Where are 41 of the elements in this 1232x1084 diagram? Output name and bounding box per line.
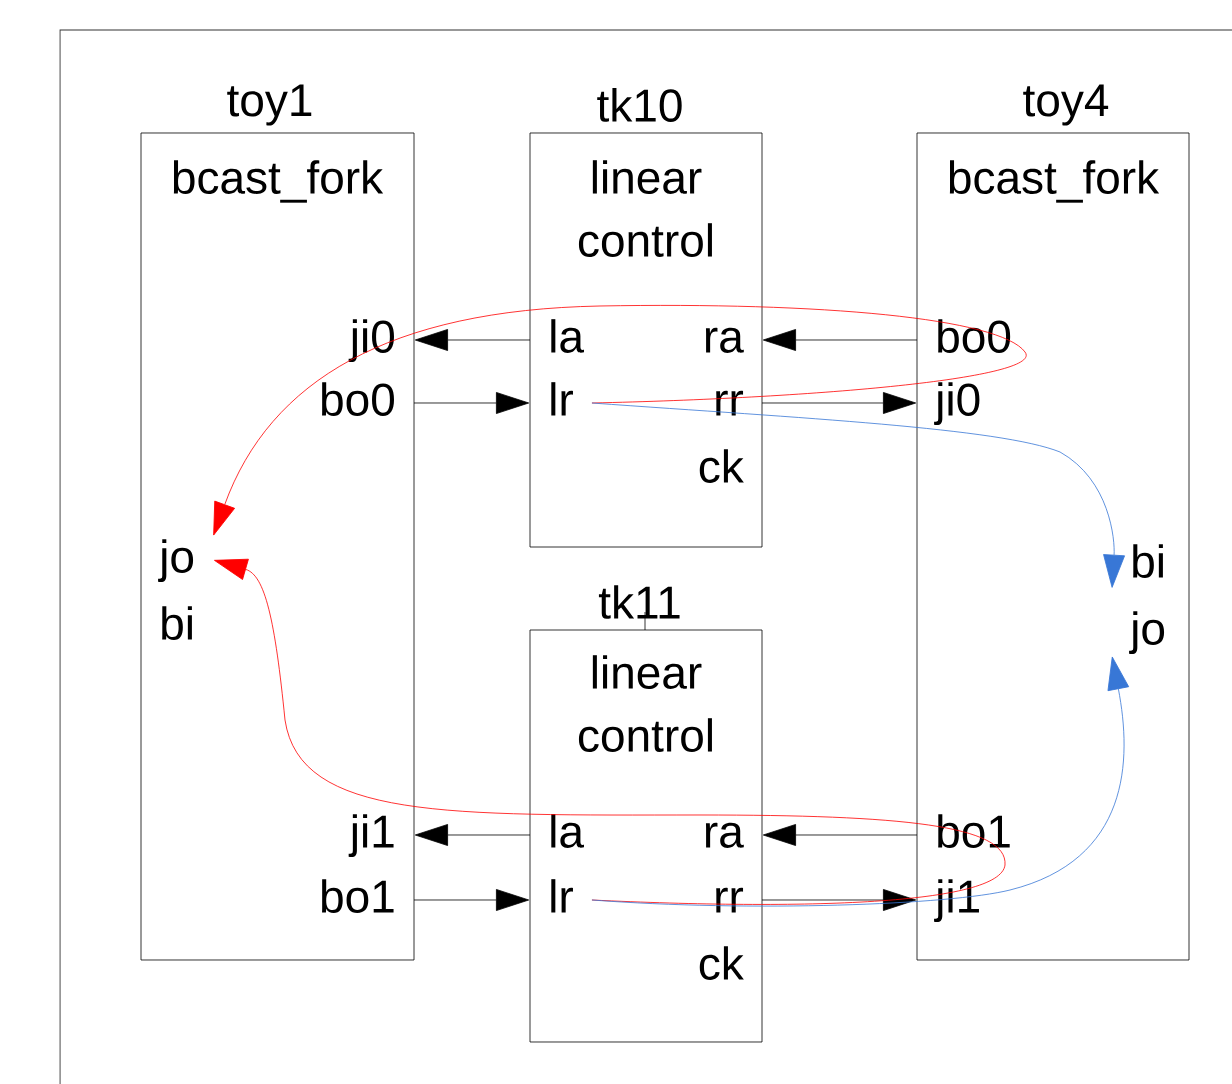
port-label: ra: [705, 327, 744, 353]
block-title: toy4: [1023, 84, 1109, 126]
port-label: rr: [716, 390, 744, 416]
port-label: bo0: [322, 382, 394, 416]
port-label: bo1: [322, 879, 394, 913]
port-label: ck: [699, 449, 744, 483]
port-label: lr: [551, 879, 573, 913]
arrow: [762, 824, 918, 846]
port-label: ra: [705, 822, 744, 848]
port-label: la: [551, 319, 584, 353]
arrow: [761, 889, 917, 911]
port-label: ji1: [934, 879, 979, 923]
port-label: jo: [158, 539, 194, 583]
arrow: [213, 305, 1026, 536]
arrow: [414, 824, 531, 846]
block-label: bcast_fork: [173, 160, 384, 203]
port-label: jo: [1129, 611, 1165, 655]
port-label: ji1: [348, 814, 394, 858]
port-label: ck: [699, 946, 744, 980]
arrow: [762, 329, 918, 351]
block-label: linear control: [578, 655, 712, 752]
arrow: [413, 392, 530, 414]
block-title: tk11: [598, 585, 680, 619]
arrow: [413, 889, 530, 911]
port-label: bi: [162, 606, 192, 640]
port-label: bo1: [938, 814, 1010, 848]
port-label: bo0: [938, 319, 1011, 353]
port-label: ji0: [934, 382, 980, 426]
arrow: [214, 558, 1006, 905]
block-label: linear control: [578, 160, 712, 257]
arrow: [414, 329, 531, 351]
port-label: ji0: [348, 319, 394, 363]
port-label: bi: [1133, 544, 1163, 578]
block-title: tk10: [597, 88, 682, 122]
block-label: bcast_fork: [949, 160, 1160, 203]
port-label: lr: [551, 382, 573, 416]
arrow: [761, 392, 917, 414]
block-title: toy1: [227, 84, 312, 126]
arrow: [591, 656, 1130, 907]
port-label: la: [551, 814, 584, 848]
arrow: [591, 402, 1125, 588]
